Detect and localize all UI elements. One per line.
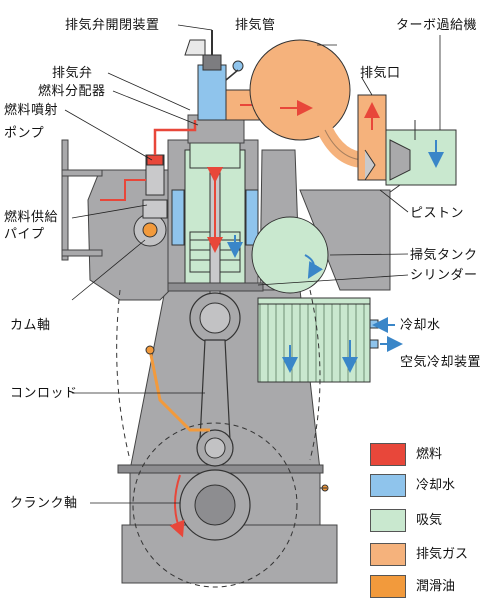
label-connecting-rod: コンロッド — [10, 386, 78, 401]
label-exhaust-pipe: 排気管 — [235, 18, 276, 33]
lube-oil-line — [148, 349, 210, 432]
label-fuel-injection-pump-line2: ポンプ — [4, 126, 45, 141]
label-fuel-distributor: 燃料分配器 — [38, 84, 106, 99]
label-cylinder: シリンダー — [410, 268, 478, 283]
label-scavenge-tank: 掃気タンク — [410, 248, 478, 263]
legend-label-fuel: 燃料 — [416, 447, 443, 462]
label-camshaft: カム軸 — [10, 318, 51, 333]
label-turbocharger: ターボ過給機 — [396, 18, 478, 33]
legend-label-coolant: 冷却水 — [416, 478, 456, 493]
legend-swatch-intake — [370, 509, 406, 532]
legend-swatch-coolant — [370, 474, 406, 497]
label-exhaust-valve: 排気弁 — [52, 66, 93, 81]
legend-swatch-exhaust — [370, 543, 406, 566]
exhaust-pipe — [249, 39, 351, 141]
legend-label-lube: 潤滑油 — [416, 579, 456, 594]
label-crankshaft: クランク軸 — [10, 496, 78, 511]
connecting-rod — [199, 339, 231, 441]
label-piston: ピストン — [410, 206, 465, 221]
piston — [189, 139, 241, 169]
legend-swatch-fuel — [370, 443, 406, 466]
label-exhaust-valve-actuator: 排気弁開閉装置 — [65, 18, 160, 33]
label-air-cooler: 空気冷却装置 — [400, 355, 482, 370]
label-fuel-injection-pump-line1: 燃料噴射 — [4, 103, 59, 118]
left-bracket — [61, 139, 69, 261]
exhaust-valve-housing — [197, 64, 227, 121]
label-fuel-supply-pipe-line1: 燃料供給 — [4, 210, 59, 225]
fuel-pipe — [153, 120, 197, 155]
scavenge-tank — [251, 216, 329, 294]
legend-label-exhaust: 排気ガス — [416, 547, 469, 562]
legend-swatch-lube — [370, 575, 406, 598]
legend-label-intake: 吸気 — [416, 513, 443, 528]
label-cooling-water: 冷却水 — [400, 318, 441, 333]
label-fuel-supply-pipe-line2: パイプ — [4, 227, 45, 242]
label-exhaust-port: 排気口 — [360, 66, 401, 81]
